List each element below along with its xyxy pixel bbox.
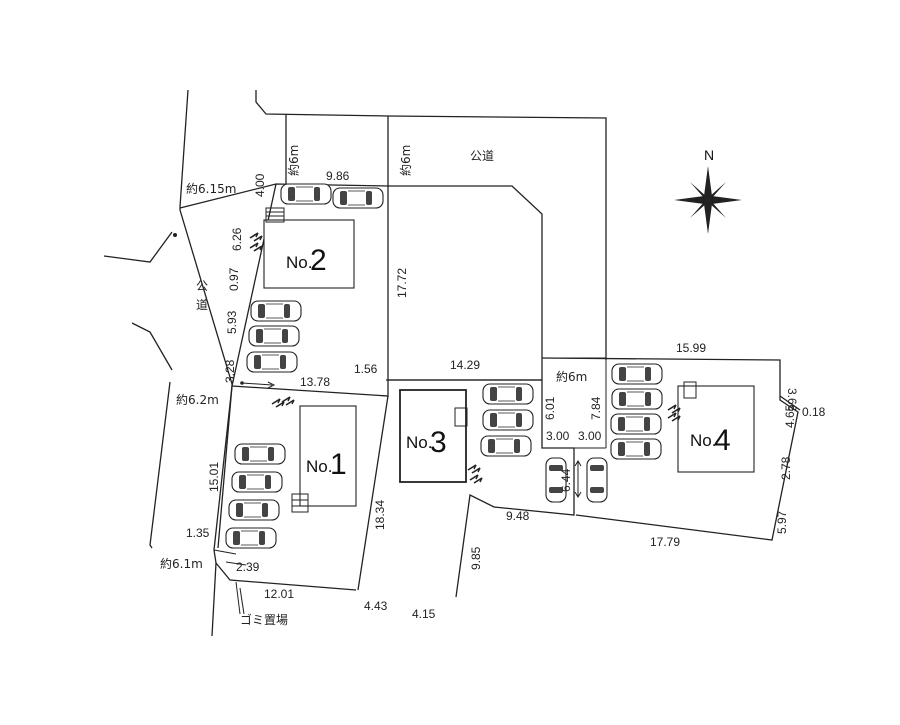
lot3-entry-arrow-1 — [467, 464, 481, 474]
road-edge-top — [255, 90, 607, 360]
lot2-steps — [265, 207, 285, 223]
lot1-boundary — [213, 385, 357, 591]
compass-north-label: N — [704, 147, 714, 163]
road-label-north: 公道 — [470, 149, 494, 163]
dim-lot2-west-4: 3.28 — [223, 359, 237, 383]
svg-text:No.: No. — [286, 253, 312, 272]
road-edge-bottom — [211, 562, 217, 637]
dim-lot4-south: 17.79 — [650, 535, 680, 549]
lot3-label: No. 3 — [406, 426, 447, 459]
svg-text:3: 3 — [430, 426, 447, 459]
road-edge-left-bottom — [149, 381, 171, 549]
dim-lot3-jog: 1.56 — [354, 362, 378, 376]
lot4-boundary — [541, 357, 799, 541]
dim-lot1-east: 18.34 — [373, 500, 387, 530]
dim-lot1-west: 15.01 — [207, 462, 221, 492]
dim-parking-width-1: 3.00 — [546, 429, 570, 443]
lot3-cars — [480, 383, 534, 457]
dim-lot1-north: 13.78 — [300, 375, 330, 389]
dim-lot2-nw: 4.00 — [253, 173, 267, 197]
dim-lot3-south: 9.48 — [506, 509, 530, 523]
dim-road-width-west-3: 約6.1m — [160, 556, 203, 571]
lot3-entry-arrow-2 — [469, 474, 483, 484]
dim-road-width-west-2: 約6.2m — [176, 392, 219, 407]
dim-road-width-north-2: 約6m — [398, 145, 413, 176]
dim-lot1-corner: 1.35 — [186, 526, 210, 540]
dim-lot4-east-3: 2.78 — [779, 456, 793, 480]
svg-text:No.: No. — [406, 433, 432, 452]
lot3-porch — [454, 407, 468, 427]
compass-rose-icon — [674, 166, 742, 234]
lot4-label: No. 4 — [690, 424, 731, 457]
dim-road-width-north-1: 約6m — [286, 145, 301, 176]
dim-lot3-west: 17.72 — [395, 268, 409, 298]
svg-text:1: 1 — [330, 448, 347, 481]
svg-text:No.: No. — [306, 457, 332, 476]
svg-text:4: 4 — [714, 424, 731, 457]
dim-lot4-east-4: 5.97 — [775, 510, 789, 534]
lot3-building — [399, 389, 467, 483]
lot2-west-line — [231, 183, 277, 387]
lot4-porch — [683, 381, 697, 399]
dim-lot2-west-3: 5.93 — [225, 310, 239, 334]
lot1-entry-arrow-1 — [271, 398, 285, 408]
dim-lot2-west-1: 6.26 — [230, 227, 244, 251]
dim-lot2-west-2: 0.97 — [227, 267, 241, 291]
dim-lot1-south: 12.01 — [264, 587, 294, 601]
dim-lot3-south-1: 4.43 — [364, 599, 388, 613]
garbage-leader — [239, 587, 245, 615]
parking-depth-arrow — [574, 460, 582, 498]
dim-lot4-road-depth-2: 7.84 — [589, 396, 603, 420]
dim-lot2-north: 9.86 — [326, 169, 350, 183]
garbage-area-label: ゴミ置場 — [240, 612, 288, 627]
lot1-steps — [291, 493, 309, 513]
dim-lot3-south-2: 4.15 — [412, 607, 436, 621]
road-label-west-2: 道 — [196, 298, 208, 312]
dim-lot4-corner: 0.18 — [802, 405, 826, 419]
dim-lot4-road-width: 約6m — [556, 369, 587, 384]
lot2-entry-arrow-1 — [249, 232, 263, 242]
dim-parking-depth: 6.44 — [559, 468, 573, 492]
svg-text:2: 2 — [310, 244, 327, 277]
dim-lot4-east-2: 4.65 — [783, 404, 797, 428]
lot1-building — [299, 405, 357, 507]
dim-lot4-road-depth-1: 6.01 — [543, 396, 557, 420]
lot1-frontage-arrow — [240, 381, 276, 389]
road-label-west-1: 公 — [196, 279, 208, 293]
lot3-south-line — [357, 395, 389, 591]
road-edge-left-mid — [103, 231, 173, 263]
road-edge-left-upper — [179, 89, 189, 210]
lot2-building — [263, 219, 355, 289]
road-edge-left-lower — [131, 322, 173, 371]
lot1-label: No. 1 — [306, 448, 347, 481]
dim-road-width-west: 約6.15m — [186, 181, 236, 196]
lot4-notch — [779, 395, 801, 411]
svg-text:No.: No. — [690, 431, 716, 450]
lot3-boundary — [388, 185, 543, 381]
lot2-label: No. 2 — [286, 244, 327, 277]
dim-parking-width-2: 3.00 — [578, 429, 602, 443]
lot1-corner-marks — [213, 549, 247, 615]
dim-lot3-north: 14.29 — [450, 358, 480, 372]
dim-lot4-east-1: 3.66 — [785, 388, 799, 412]
road-marker-dot — [173, 233, 177, 237]
dim-lot3-east: 9.85 — [469, 546, 483, 570]
dim-lot4-north: 15.99 — [676, 341, 706, 355]
lot2-entry-arrow-2 — [249, 242, 263, 252]
dim-lot1-sw: 2.39 — [236, 560, 260, 574]
lot4-building — [677, 385, 755, 473]
lot1-cars — [225, 443, 286, 549]
lot1-west-line — [217, 385, 233, 549]
